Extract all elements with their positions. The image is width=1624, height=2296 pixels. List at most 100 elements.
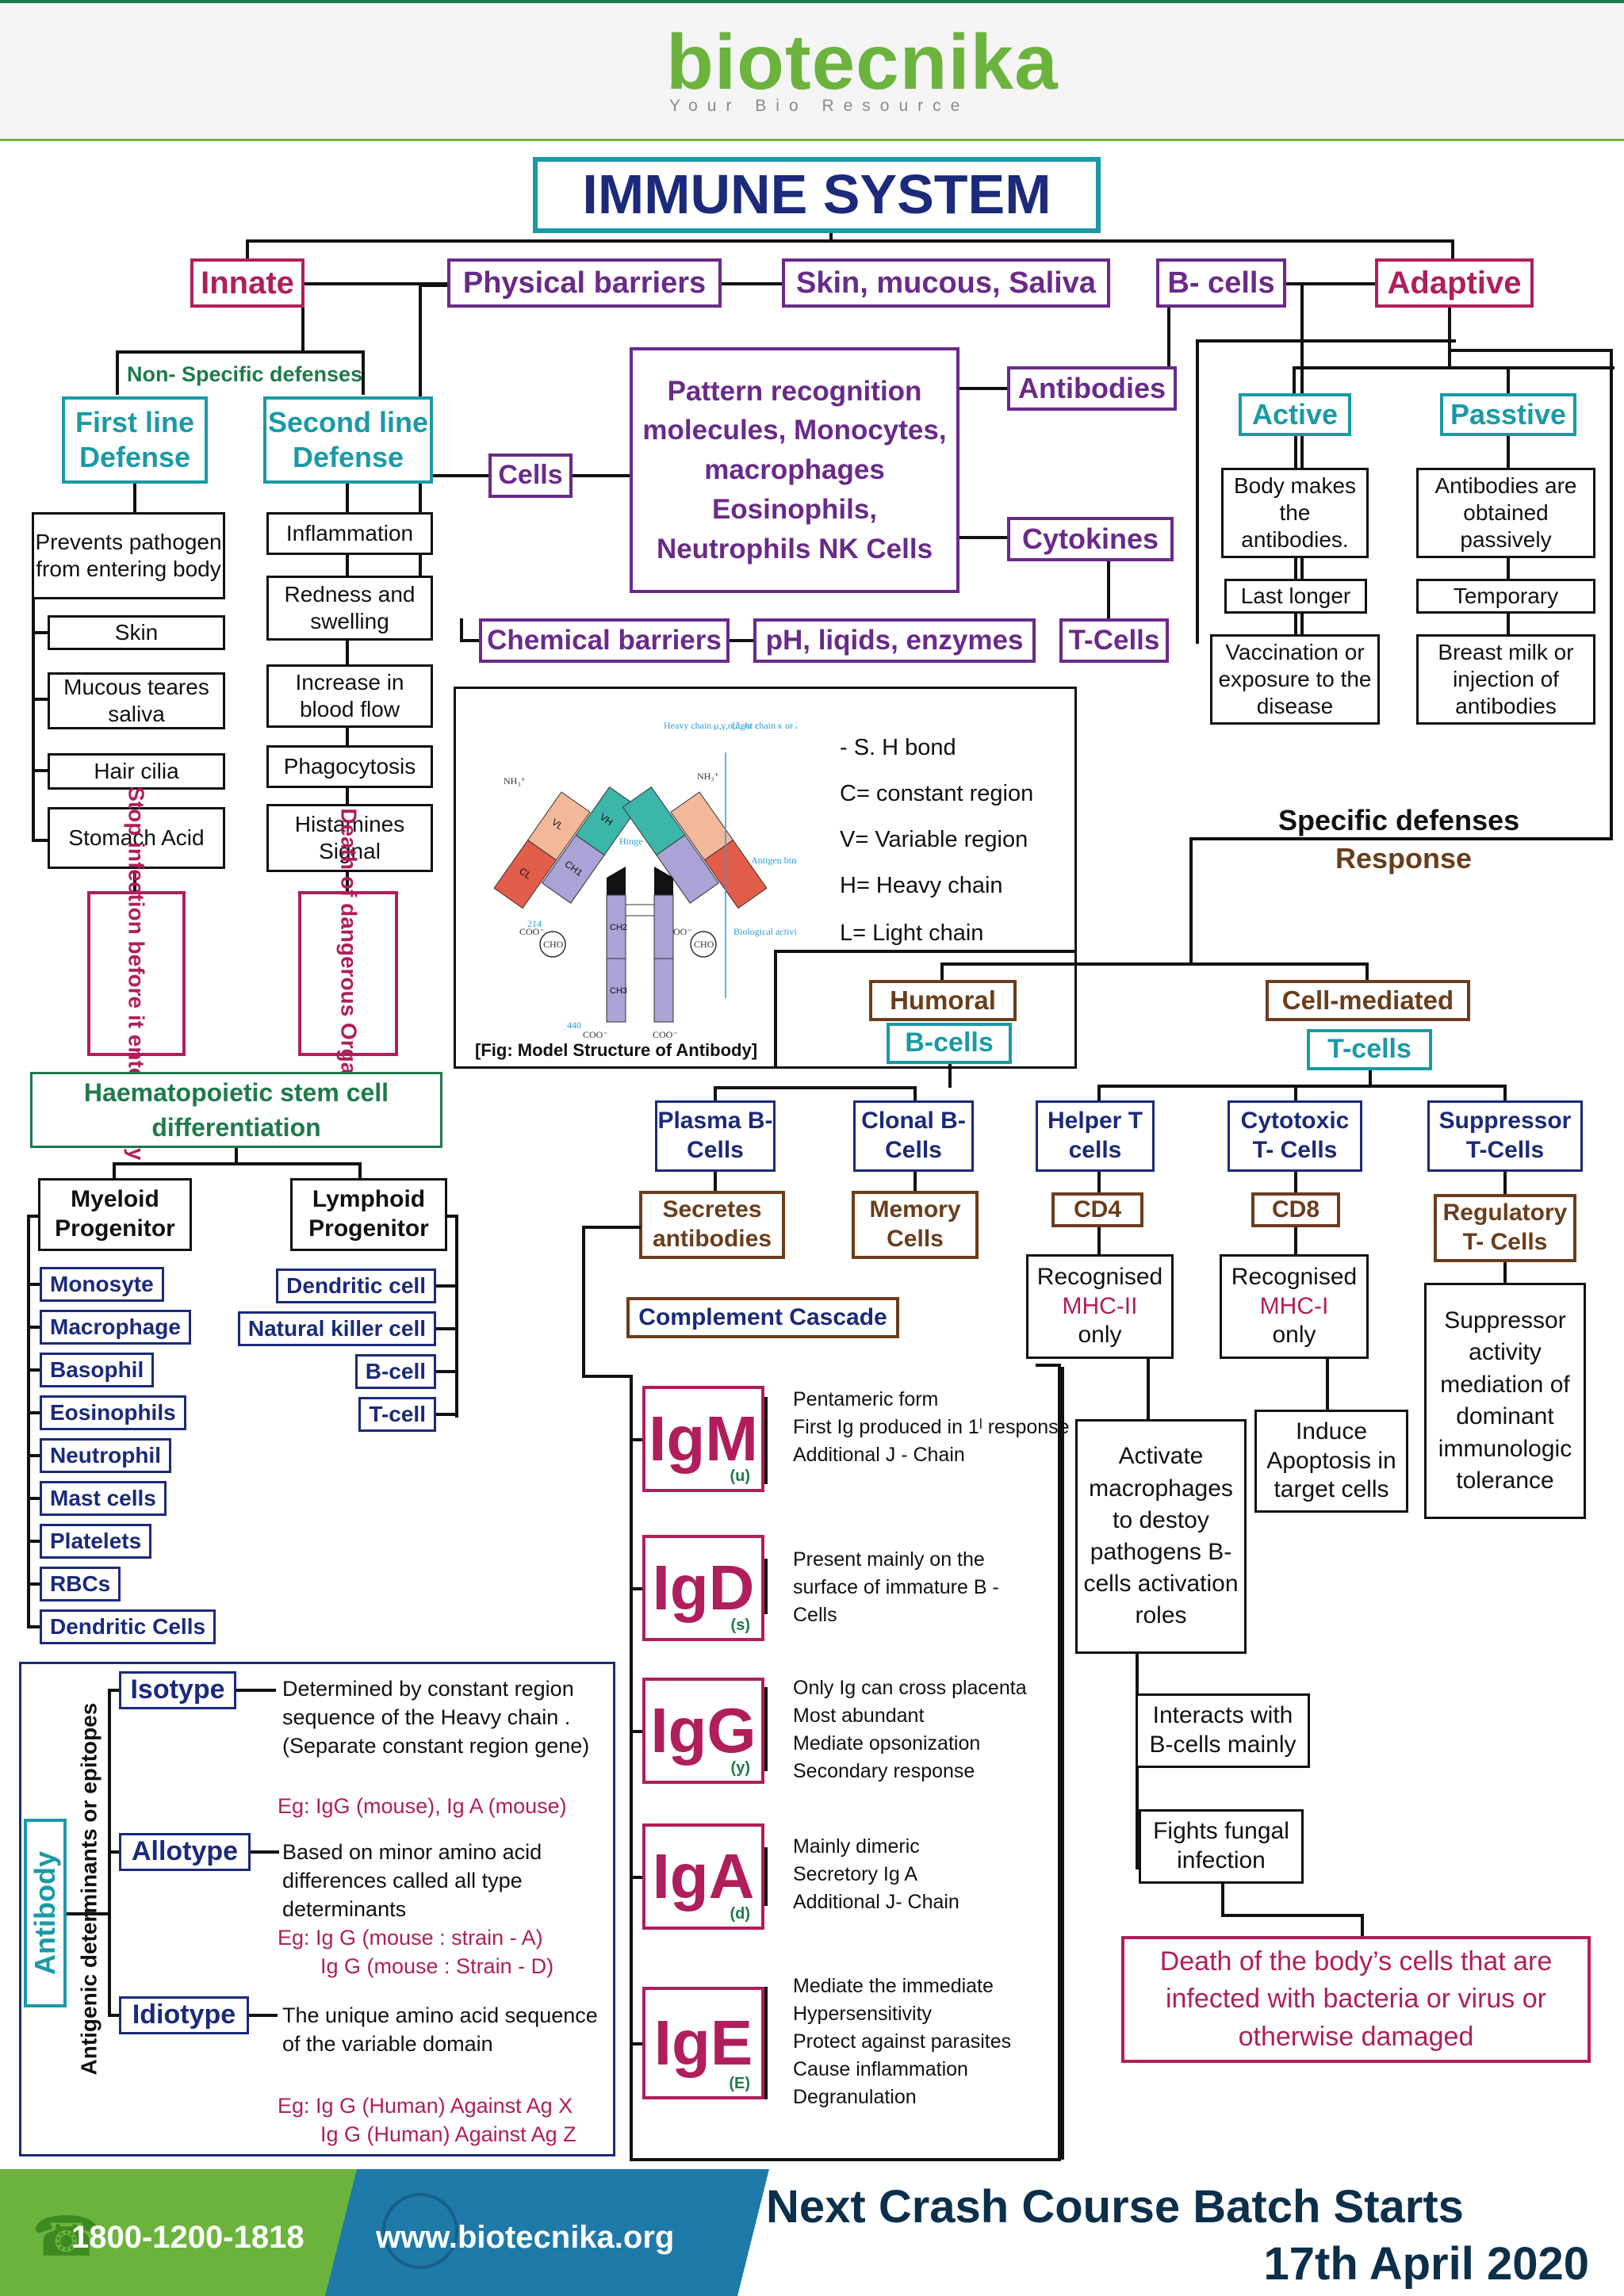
interacts-with-b-cells: Interacts with B-cells mainly xyxy=(1136,1693,1310,1768)
ch1-left xyxy=(542,834,605,904)
isotype-text: Determined by constant region sequence o… xyxy=(282,1677,590,1758)
connector xyxy=(27,1497,40,1500)
passive-item: Breast milk or injection of antibodies xyxy=(1416,634,1595,725)
first-line-item: Skin xyxy=(48,615,225,650)
antibody-diagram: Heavy chain μ,γ,α,δ, or ε Light chain κ … xyxy=(493,720,797,1040)
connector xyxy=(116,350,363,354)
connector xyxy=(1294,1085,1297,1102)
ige-point: Protect against parasites xyxy=(793,2030,1012,2053)
connector xyxy=(764,1987,768,2099)
myeloid-progenitor: Myeloid Progenitor xyxy=(38,1178,192,1251)
label-light-chain: Light chain κ or λ xyxy=(732,720,797,731)
connector xyxy=(235,1148,238,1164)
idiotype-eg2: Ig G (Human) Against Ag Z xyxy=(320,2122,576,2146)
clonal-b-cells: Clonal B-Cells xyxy=(853,1100,974,1172)
label-440: 440 xyxy=(567,1020,581,1031)
memory-cells: Memory Cells xyxy=(852,1191,979,1259)
myeloid-cell-item: Mast cells xyxy=(40,1481,167,1516)
connector xyxy=(32,595,35,842)
death-infected-cells: Death of the body’s cells that are infec… xyxy=(1121,1936,1591,2063)
myeloid-cell-item: Neutrophil xyxy=(40,1438,171,1473)
passive-item: Antibodies are obtained passively xyxy=(1416,468,1595,558)
ige-point: Degranulation xyxy=(793,2086,917,2108)
isotype-eg: Eg: IgG (mouse), Ig A (mouse) xyxy=(278,1794,567,1818)
cytotoxic-t-cells: Cytotoxic T- Cells xyxy=(1228,1100,1362,1172)
connector xyxy=(27,1454,40,1457)
myeloid-cell-item: RBCs xyxy=(40,1567,121,1601)
allotype-text: Based on minor amino acid differences ca… xyxy=(282,1840,542,1921)
connector xyxy=(764,1559,768,1614)
connector xyxy=(633,1438,642,1441)
label-coo-left: COO⁻ xyxy=(519,926,545,937)
connector xyxy=(1036,1364,1059,1367)
ch3-text: CH3 xyxy=(610,986,627,996)
connector xyxy=(419,474,490,477)
lymphoid-cell-item: B-cell xyxy=(354,1354,436,1389)
connector xyxy=(1451,239,1454,263)
iga-point: Secretory Ig A xyxy=(793,1863,918,1885)
connector xyxy=(1503,1172,1507,1196)
legend-item: H= Heavy chain xyxy=(840,873,1003,898)
footer-web[interactable]: www.biotecnika.org xyxy=(376,2220,675,2255)
connector xyxy=(246,239,249,263)
specific-defenses-title: Specific defenses xyxy=(1278,804,1520,836)
igg-point: Only Ig can cross placenta xyxy=(793,1677,1027,1699)
connector xyxy=(1294,614,1297,636)
activate-macrophages: Activate macrophages to destoy pathogens… xyxy=(1075,1419,1247,1654)
igd-sub: (s) xyxy=(730,1617,750,1634)
igm-point: First Ig produced in 1ˡ response xyxy=(793,1416,1070,1438)
igg-box: IgG(y) xyxy=(642,1678,764,1784)
connector xyxy=(714,1086,915,1089)
second-line-box: Second line Defense xyxy=(263,396,433,484)
connector xyxy=(436,1370,457,1373)
globe-icon xyxy=(382,2193,458,2269)
passive-item: Temporary xyxy=(1416,579,1595,614)
first-line-item: Hair cilia xyxy=(48,753,225,790)
connector xyxy=(1189,837,1613,840)
connector xyxy=(914,1086,917,1102)
antigenic-determinants-label: Antigenic determinants or epitopes xyxy=(76,1702,102,2076)
label-cho-left: CHO xyxy=(543,939,564,950)
connector xyxy=(27,1540,40,1543)
passive-box: Passtive xyxy=(1440,393,1576,436)
connector xyxy=(1294,436,1297,469)
cell-mediated-box: Cell-mediated xyxy=(1266,980,1470,1021)
t-cells-label: T-cells xyxy=(1307,1029,1432,1070)
ige-box: IgE(E) xyxy=(642,1987,764,2099)
connector xyxy=(714,1086,717,1102)
connector xyxy=(27,1215,30,1628)
cd4-box: CD4 xyxy=(1051,1192,1143,1227)
complement-cascade: Complement Cascade xyxy=(626,1297,899,1338)
recognised-mhc2: Recognised MHC-II only xyxy=(1026,1254,1174,1359)
connector xyxy=(764,1847,768,1906)
connector xyxy=(728,639,755,642)
igg-name: IgG xyxy=(650,1695,756,1766)
connector xyxy=(27,1283,40,1286)
connector xyxy=(1503,1262,1507,1283)
connector xyxy=(346,482,349,515)
recognised-text: Recognised xyxy=(1231,1264,1358,1291)
connector xyxy=(251,1850,279,1854)
connector xyxy=(633,1876,642,1879)
igg-point: Secondary response xyxy=(793,1760,975,1782)
iga-point: Mainly dimeric xyxy=(793,1835,920,1858)
connector xyxy=(460,639,481,642)
connector xyxy=(1189,837,1193,964)
idiotype-text: The unique amino acid sequence of the va… xyxy=(282,2003,598,2056)
connector xyxy=(774,950,777,1069)
connector xyxy=(1503,1085,1507,1102)
connector xyxy=(582,1226,585,1376)
connector xyxy=(714,1172,717,1192)
connector xyxy=(1097,1172,1101,1194)
connector xyxy=(133,872,136,893)
iga-sub: (d) xyxy=(730,1905,750,1923)
right-arm xyxy=(622,786,768,909)
connector xyxy=(571,474,631,477)
connector xyxy=(27,1582,40,1586)
connector xyxy=(346,641,349,664)
myeloid-cell-item: Platelets xyxy=(40,1524,152,1559)
ch3-right xyxy=(653,958,674,1023)
label-214: 214 xyxy=(527,918,542,929)
connector xyxy=(455,1215,458,1418)
